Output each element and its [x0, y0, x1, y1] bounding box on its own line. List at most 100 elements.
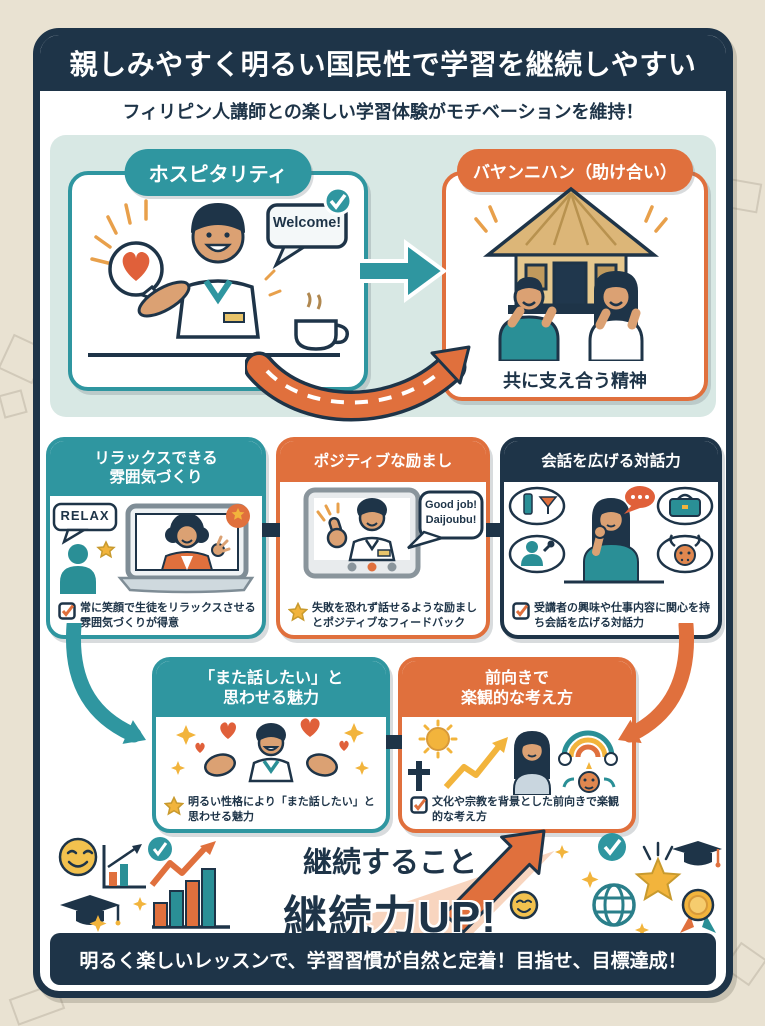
star-icon: [96, 540, 116, 559]
footer-banner: 明るく楽しいレッスンで、学習習慣が自然と定着！目指せ、目標達成！: [50, 933, 716, 985]
background-doodle: [0, 389, 28, 419]
rays-icon: [264, 269, 282, 297]
bayanihan-badge: バヤンニハン（助け合い）: [457, 149, 693, 192]
relax-card-header: リラックスできる 雰囲気づくり: [50, 441, 262, 496]
conclusion-text: 継続すること 継続力UP!: [240, 839, 540, 945]
graduation-cap-icon: [672, 841, 722, 868]
dialogue-caption: 受講者の興味や仕事内容に関心を持ち会話を広げる対話力: [512, 601, 713, 630]
charm-title-line2: 思わせる魅力: [222, 690, 319, 707]
curved-flow-arrow-icon: [245, 345, 471, 422]
rainbow-icon: [558, 730, 618, 766]
curved-arrow-left-icon: [65, 623, 146, 744]
relax-title-line2: 雰囲気づくり: [109, 469, 203, 487]
student-silhouette-icon: [60, 543, 96, 594]
encourage-illustration: [303, 487, 484, 579]
relax-speech-bubble: [52, 502, 118, 545]
bayanihan-card: バヤンニハン（助け合い）: [442, 149, 708, 401]
briefcase-bubble-icon: [656, 487, 714, 526]
positive-card: 前向きで 楽観的な考え方: [398, 657, 636, 833]
dots-speech-bubble: [624, 486, 655, 515]
page-title: 親しみやすく明るい国民性で学習を継続しやすい: [69, 49, 697, 80]
checkbox-icon: [58, 602, 76, 621]
encourage-card-header: ポジティブな励まし: [280, 441, 486, 483]
star-icon: [634, 841, 682, 902]
graduation-cap-icon: [60, 895, 121, 926]
smiley-icon: [58, 837, 98, 877]
goodjob-line2: Daijoubu!: [425, 514, 477, 527]
optimistic-woman-illustration: [513, 731, 551, 795]
mini-chart-icon: [102, 844, 146, 889]
dialogue-card: 会話を広げる対話力: [500, 437, 722, 639]
relax-speech-text: RELAX: [60, 507, 110, 523]
dialogue-card-body: 受講者の興味や仕事内容に関心を持ち会話を広げる対話力: [504, 482, 718, 635]
main-panel: 親しみやすく明るい国民性で学習を継続しやすい フィリピン人講師との楽しい学習体験…: [33, 28, 733, 998]
sparkle-icon: [171, 723, 369, 775]
singer-bubble-icon: [508, 535, 566, 574]
charm-title-line1: 「また話したい」と: [198, 670, 343, 687]
encourage-caption-text: 失敗を恐れず話せるような励ましとポジティブなフィードバック: [312, 602, 477, 629]
charm-card-header: 「また話したい」と 思わせる魅力: [156, 661, 386, 717]
positive-caption: 文化や宗教を背景とした前向きで楽観的な考え方: [410, 795, 627, 824]
welcome-speech-text: Welcome!: [272, 215, 342, 231]
connector-bar: [386, 735, 402, 749]
hospitality-badge: ホスピタリティ: [124, 149, 312, 196]
relax-card: リラックスできる 雰囲気づくり: [46, 437, 266, 639]
growth-arrow-icon: [443, 737, 508, 790]
connector-bar: [262, 523, 280, 537]
relax-title-line1: リラックスできる: [94, 450, 218, 467]
positive-card-header: 前向きで 楽観的な考え方: [402, 661, 632, 717]
charm-card-body: 明るい性格により「また話したい」と思わせる魅力: [156, 717, 386, 829]
conclusion-line1: 継続すること: [302, 847, 477, 879]
bayanihan-illustration: [474, 186, 668, 361]
laptop-teacher-illustration: [117, 503, 255, 593]
helper-man-illustration: [498, 277, 560, 361]
goodjob-speech-bubble: [407, 490, 484, 550]
connector-bar: [486, 523, 504, 537]
flow-arrow-right-icon: [356, 239, 448, 303]
rays-icon: [90, 199, 148, 265]
conclusion-arrow-icon: [443, 829, 546, 934]
dialogue-title: 会話を広げる対話力: [541, 453, 681, 470]
charm-caption: 明るい性格により「また話したい」と思わせる魅力: [164, 795, 381, 824]
charm-illustration: [171, 718, 369, 783]
positive-title-line2: 楽観的な考え方: [460, 690, 573, 707]
curved-arrow-right-icon: [618, 623, 695, 744]
encourage-card: ポジティブな励まし: [276, 437, 490, 639]
coffee-icon: [294, 292, 350, 351]
check-circle-icon: [148, 837, 172, 861]
hospitality-illustration: [88, 186, 353, 357]
positive-title-line1: 前向きで: [484, 670, 549, 687]
cheerful-man-illustration: [204, 723, 338, 783]
helper-woman-illustration: [588, 271, 644, 361]
dialogue-card-header: 会話を広げる対話力: [504, 441, 718, 483]
sparkle-icon: [555, 845, 649, 935]
footer-text: 明るく楽しいレッスンで、学習習慣が自然と定着！目指せ、目標達成！: [79, 950, 687, 972]
globe-icon: [592, 883, 636, 927]
charm-caption-text: 明るい性格により「また話したい」と思わせる魅力: [188, 796, 375, 823]
star-icon: [164, 796, 184, 816]
check-icon: [323, 186, 353, 216]
sparkle-icon: [89, 897, 147, 932]
relax-caption: 常に笑顔で生徒をリラックスさせる雰囲気づくりが得意: [58, 601, 257, 630]
goodjob-speech-text: Good job! Daijoubu!: [422, 498, 480, 528]
positive-illustration: [408, 719, 618, 795]
dialogue-illustration: [508, 486, 714, 584]
relax-card-body: RELAX 常に笑顔で生徒をリラックスさせる雰囲気づくりが得意: [50, 496, 262, 635]
festival-mask-icon: [562, 762, 616, 793]
positive-card-body: 文化や宗教を背景とした前向きで楽観的な考え方: [402, 717, 632, 829]
teacher-illustration: [137, 203, 260, 339]
rays-icon: [474, 205, 668, 233]
positive-caption-text: 文化や宗教を背景とした前向きで楽観的な考え方: [432, 796, 619, 823]
hospitality-card: ホスピタリティ: [68, 149, 368, 391]
encourage-title: ポジティブな励まし: [313, 453, 453, 470]
title-banner: 親しみやすく明るい国民性で学習を継続しやすい: [40, 35, 726, 91]
checkbox-icon: [512, 602, 530, 621]
checkbox-icon: [410, 796, 428, 815]
thinking-woman-illustration: [564, 498, 664, 584]
dialogue-caption-text: 受講者の興味や仕事内容に関心を持ち会話を広げる対話力: [534, 602, 710, 629]
check-circle-icon: [598, 833, 626, 861]
medal-icon: [680, 888, 716, 933]
bar-chart-icon: [149, 841, 230, 929]
smiley-icon: [509, 890, 539, 920]
